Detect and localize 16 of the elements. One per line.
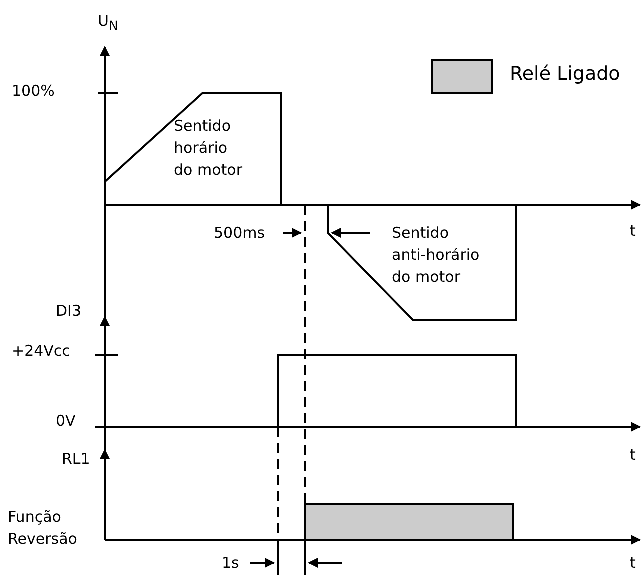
state-label: Função Reversão	[8, 507, 78, 550]
axis-label: t	[630, 553, 636, 574]
axis-label: t	[630, 221, 636, 242]
tick-label: 0V	[56, 411, 76, 432]
tick-label: +24Vcc	[12, 341, 70, 362]
axis-title: RL1	[62, 449, 90, 470]
axis-title: U$_{N}$	[98, 11, 118, 35]
tick-label: 100%	[12, 81, 55, 102]
relay-on-bar	[304, 503, 514, 541]
interval-label: 1s	[222, 553, 240, 574]
annotation-text: Sentido anti-horário do motor	[392, 223, 481, 288]
axis-title: DI3	[56, 301, 82, 322]
annotation-text: Sentido horário do motor	[174, 116, 244, 181]
interval-label: 500ms	[214, 223, 266, 244]
legend-label: Relé Ligado	[510, 63, 620, 85]
axis-label: t	[630, 445, 636, 466]
